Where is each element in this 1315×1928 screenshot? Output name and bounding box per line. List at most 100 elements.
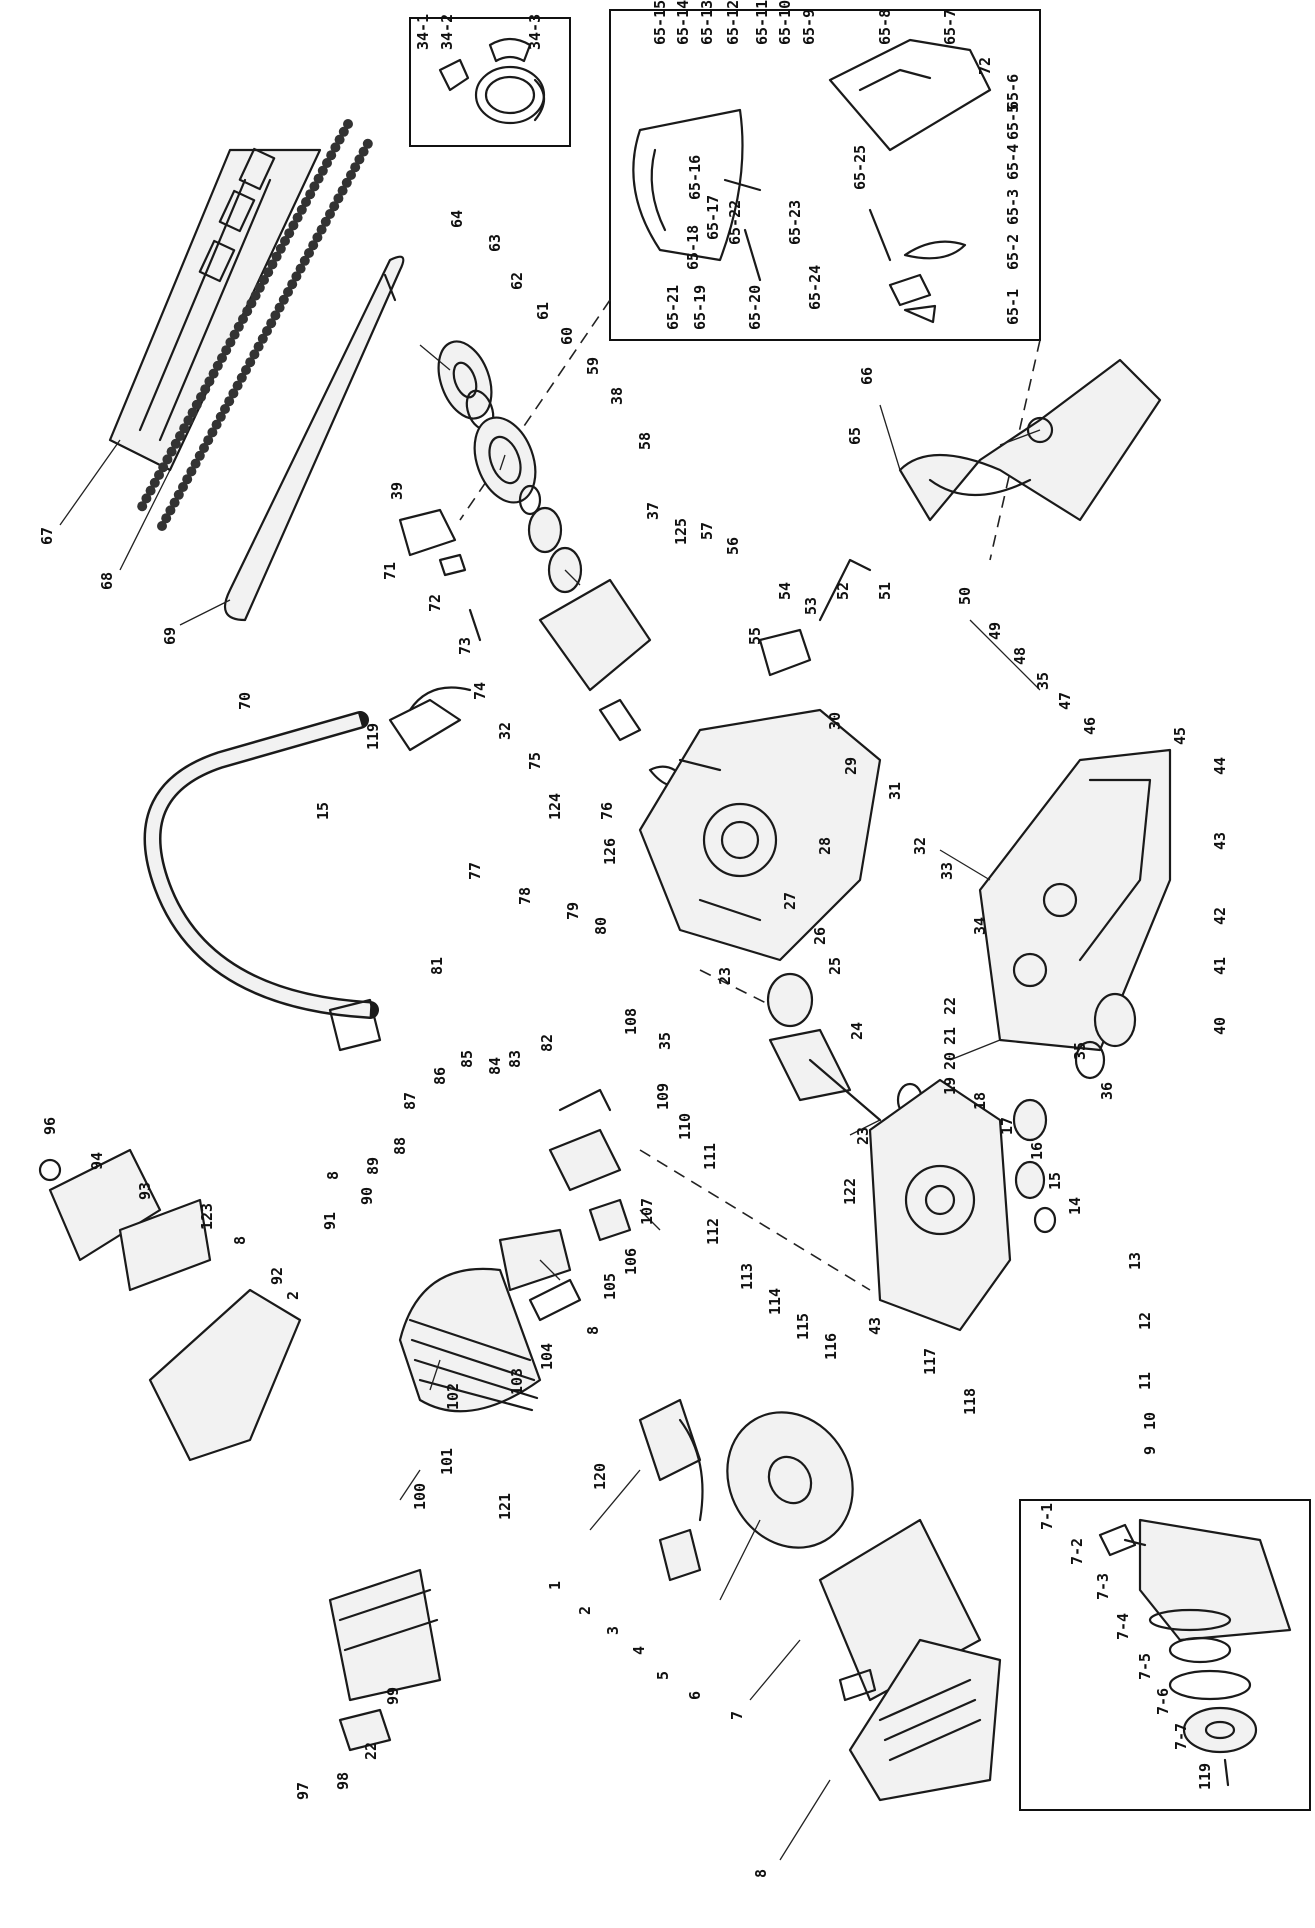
chain-link	[170, 438, 181, 449]
chain-link	[173, 489, 184, 500]
rear-handle-65	[898, 358, 1162, 522]
chain-link	[257, 333, 268, 344]
guide-bar-69	[223, 255, 405, 622]
chain-link	[287, 279, 298, 290]
chain-link	[346, 170, 356, 180]
label-74: 74	[471, 682, 489, 700]
chain-link	[207, 427, 218, 438]
label-34-3: 34-3	[526, 14, 544, 50]
chain-link	[200, 384, 211, 395]
label-65-6: 65-6	[1004, 74, 1022, 110]
label-35-b: 35	[1071, 1042, 1089, 1060]
chain-link	[162, 454, 173, 465]
label-38: 38	[608, 387, 626, 405]
chain-link	[158, 462, 169, 473]
label-5: 5	[654, 1671, 672, 1680]
label-91: 91	[321, 1212, 339, 1230]
label-102: 102	[444, 1383, 462, 1410]
label-72-inset: 72	[976, 57, 994, 75]
label-75: 75	[526, 752, 544, 770]
label-60: 60	[558, 327, 576, 345]
chain-link	[267, 259, 278, 270]
chain-link	[187, 407, 198, 418]
label-65-14: 65-14	[674, 0, 692, 45]
chain-link	[292, 212, 303, 223]
label-117: 117	[921, 1348, 939, 1375]
label-30: 30	[826, 712, 844, 730]
label-65-1: 65-1	[1004, 289, 1022, 325]
label-65-16: 65-16	[686, 155, 704, 200]
chain-link	[358, 146, 369, 157]
carburetor-86	[498, 1088, 632, 1292]
label-65-12: 65-12	[724, 0, 742, 45]
label-18: 18	[971, 1092, 989, 1110]
label-101: 101	[438, 1448, 456, 1475]
label-54: 54	[776, 582, 794, 600]
label-36: 36	[1098, 1082, 1116, 1100]
label-7-4: 7-4	[1114, 1613, 1132, 1640]
chain-link	[362, 138, 373, 149]
chain-link	[183, 415, 194, 426]
chain-link	[232, 380, 243, 391]
label-32-a: 32	[496, 722, 514, 740]
chain-link	[199, 443, 209, 453]
chain-link	[194, 450, 205, 461]
label-51: 51	[876, 582, 894, 600]
chain-link	[343, 119, 353, 129]
label-85: 85	[458, 1050, 476, 1068]
label-65-20: 65-20	[746, 285, 764, 330]
chain-link	[333, 193, 344, 204]
chain-link	[304, 248, 314, 258]
label-17: 17	[998, 1117, 1016, 1135]
label-65-10: 65-10	[776, 0, 794, 45]
label-1: 1	[546, 1581, 564, 1590]
chain-link	[179, 423, 190, 434]
label-21: 21	[941, 1027, 959, 1045]
label-73: 73	[456, 637, 474, 655]
chain-link	[169, 497, 180, 508]
label-15: 15	[314, 802, 332, 820]
label-72: 72	[426, 594, 444, 612]
chain-link	[271, 251, 282, 262]
chain-link	[229, 329, 240, 340]
label-22-b: 22	[362, 1742, 380, 1760]
label-121: 121	[496, 1493, 514, 1520]
label-37: 37	[644, 502, 662, 520]
label-97: 97	[294, 1782, 312, 1800]
chain-link	[220, 404, 230, 414]
inset-labels: 34-1 34-2 34-3 65-1 65-2 65-3 65-4 65-5 …	[414, 0, 1214, 1790]
label-23-b: 23	[854, 1127, 872, 1145]
label-7-5: 7-5	[1136, 1653, 1154, 1680]
chain-link	[325, 209, 335, 219]
label-65-9: 65-9	[800, 9, 818, 45]
label-66: 66	[858, 367, 876, 385]
label-43-b: 43	[866, 1317, 884, 1335]
label-61: 61	[534, 302, 552, 320]
label-89: 89	[364, 1157, 382, 1175]
label-114: 114	[766, 1288, 784, 1315]
chain-link	[141, 493, 152, 504]
label-76: 76	[598, 802, 616, 820]
label-48: 48	[1011, 647, 1029, 665]
label-34: 34	[971, 917, 989, 935]
label-65-7: 65-7	[941, 9, 959, 45]
crankshaft-group	[766, 972, 924, 1122]
label-87: 87	[401, 1092, 419, 1110]
chain-link	[299, 255, 310, 266]
chain-link	[329, 201, 340, 212]
label-120: 120	[591, 1463, 609, 1490]
label-27: 27	[781, 892, 799, 910]
label-7-2: 7-2	[1068, 1538, 1086, 1565]
chain-link	[246, 298, 257, 309]
label-94: 94	[88, 1152, 106, 1170]
label-34-1: 34-1	[414, 14, 432, 50]
label-119-b: 119	[1196, 1763, 1214, 1790]
label-16: 16	[1028, 1142, 1046, 1160]
chain-link	[149, 477, 160, 488]
chain-link	[337, 185, 348, 196]
chain-link	[204, 376, 215, 387]
chain-link	[312, 232, 323, 243]
label-53: 53	[802, 597, 820, 615]
chain-link	[341, 177, 352, 188]
chain-link	[166, 446, 177, 457]
